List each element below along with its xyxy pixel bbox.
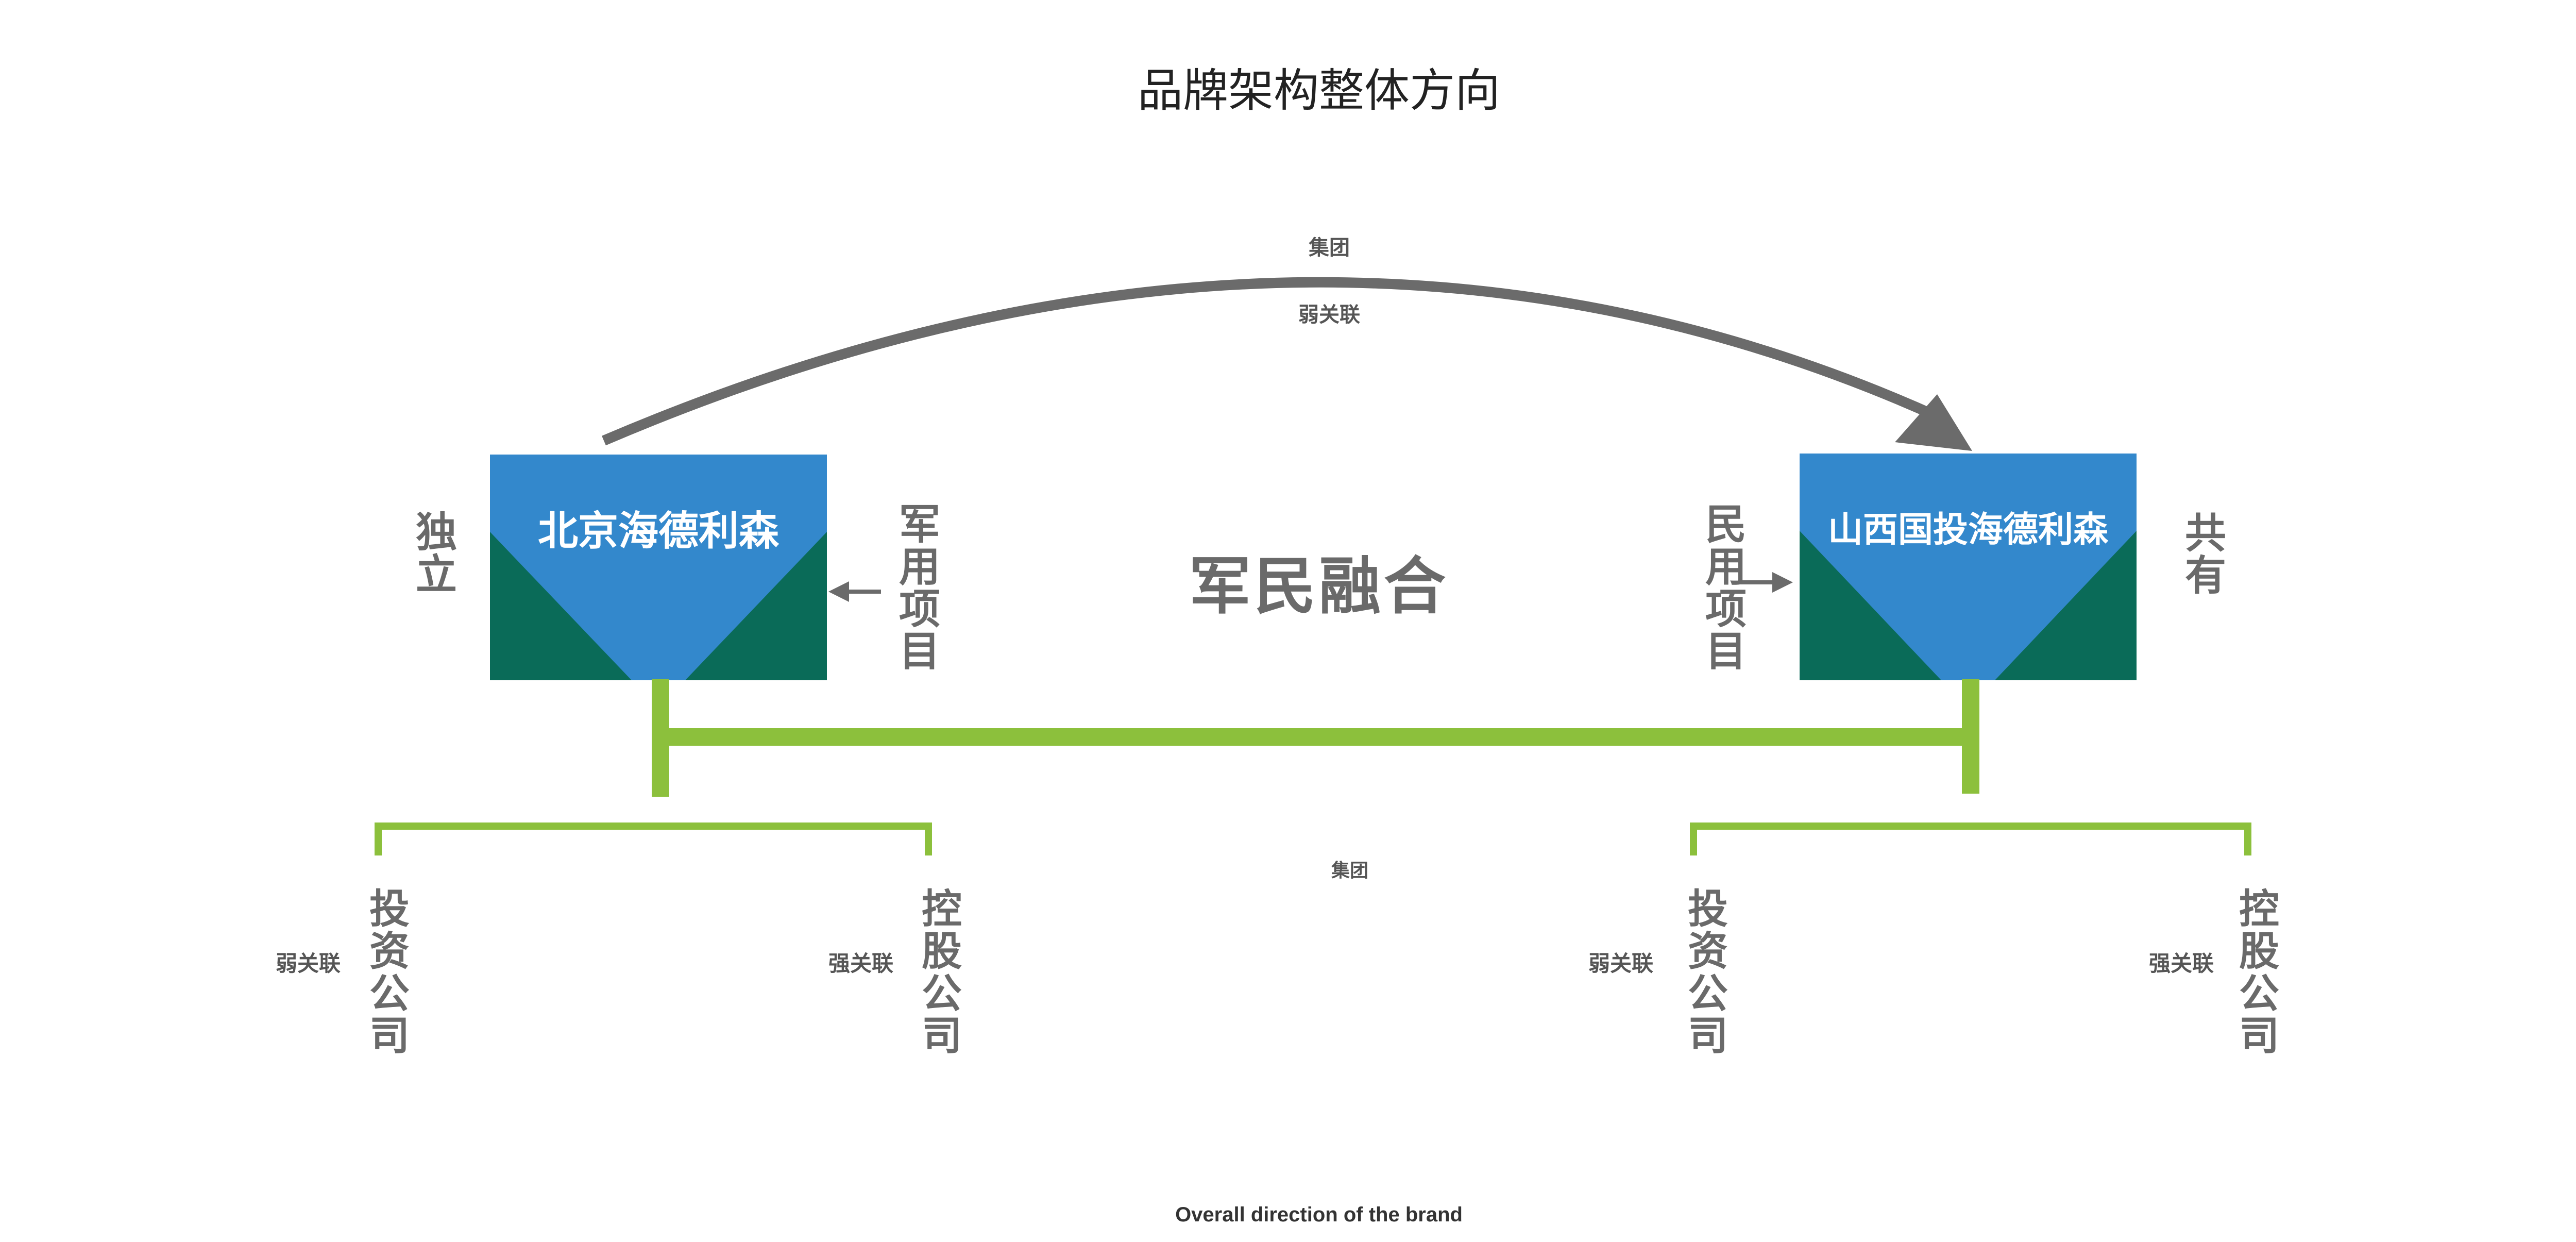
group-arrow-head bbox=[1895, 394, 1972, 451]
right-side-label: 共有 bbox=[2178, 511, 2226, 596]
mid-group-label: 集团 bbox=[1331, 860, 1368, 881]
footer-caption: Overall direction of the brand bbox=[1175, 1203, 1463, 1226]
right-holding-company: 控股公司 bbox=[2232, 887, 2279, 1056]
left-investment-company: 投资公司 bbox=[363, 887, 409, 1056]
military-project-label: 军用项目 bbox=[892, 502, 940, 672]
arrow-bottom-label: 弱关联 bbox=[1298, 303, 1360, 327]
arrow-top-label: 集团 bbox=[1309, 236, 1350, 260]
group-curved-arrow bbox=[602, 277, 1940, 446]
right-brand-box bbox=[1800, 454, 2137, 680]
civil-input-arrow bbox=[1740, 572, 1793, 593]
right-box-title: 山西国投海德利森 bbox=[1827, 510, 2108, 550]
military-input-arrow bbox=[828, 581, 881, 602]
right-subsidiary-bracket bbox=[1690, 823, 2251, 855]
right-investment-company: 投资公司 bbox=[1681, 887, 1727, 1056]
left-subsidiary-bracket bbox=[375, 823, 932, 855]
left-box-title: 北京海德利森 bbox=[537, 508, 779, 555]
fusion-connector bbox=[652, 679, 1979, 797]
civil-project-label: 民用项目 bbox=[1699, 502, 1747, 672]
left-strong-relation-label: 强关联 bbox=[828, 951, 894, 976]
left-holding-company: 控股公司 bbox=[915, 887, 961, 1056]
right-strong-relation-label: 强关联 bbox=[2149, 951, 2214, 976]
center-fusion-label: 军民融合 bbox=[1189, 551, 1449, 623]
left-brand-box bbox=[490, 455, 827, 680]
page-title: 品牌架构整体方向 bbox=[1137, 64, 1500, 117]
left-weak-relation-label: 弱关联 bbox=[276, 951, 341, 976]
left-side-label: 独立 bbox=[409, 510, 457, 595]
right-weak-relation-label: 弱关联 bbox=[1588, 951, 1654, 976]
